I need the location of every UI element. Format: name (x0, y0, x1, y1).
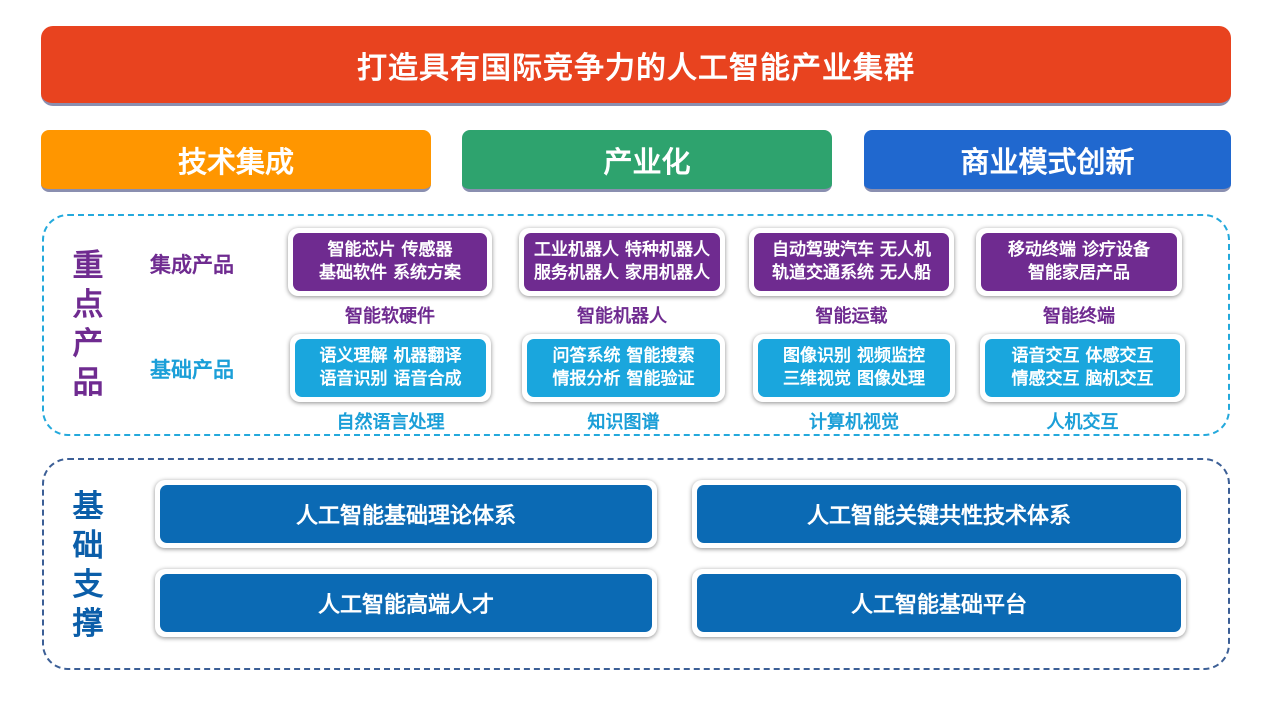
card-line: 服务机器人 家用机器人 (534, 263, 710, 283)
basic-card: 图像识别 视频监控 三维视觉 图像处理 (753, 334, 955, 402)
card-line: 问答系统 智能搜索 (552, 346, 695, 366)
card-line: 语义理解 机器翻译 (319, 346, 462, 366)
integrated-card: 移动终端 诊疗设备 智能家居产品 (976, 228, 1182, 296)
pillar-industrialization: 产业化 (462, 130, 832, 192)
integrated-products-label: 集成产品 (150, 253, 234, 277)
basic-card-caption: 知识图谱 (587, 412, 660, 433)
support-block-platform: 人工智能基础平台 (692, 569, 1186, 637)
basic-card: 语义理解 机器翻译 语音识别 语音合成 (290, 334, 491, 402)
basic-card: 问答系统 智能搜索 情报分析 智能验证 (522, 334, 725, 402)
pillar-tech-integration: 技术集成 (41, 130, 431, 192)
foundation-support-label-char: 支 (72, 567, 104, 603)
basic-products-label: 基础产品 (150, 358, 234, 382)
card-line: 情报分析 智能验证 (552, 369, 695, 389)
integrated-card: 工业机器人 特种机器人 服务机器人 家用机器人 (519, 228, 725, 296)
integrated-card-caption: 智能终端 (1043, 306, 1115, 327)
support-block-talent: 人工智能高端人才 (155, 569, 657, 637)
card-line: 智能家居产品 (1028, 263, 1130, 283)
basic-card-body: 图像识别 视频监控 三维视觉 图像处理 (758, 339, 950, 397)
integrated-card-caption: 智能机器人 (577, 306, 667, 327)
card-line: 移动终端 诊疗设备 (1008, 240, 1150, 260)
card-line: 智能芯片 传感器 (327, 240, 453, 260)
card-line: 图像识别 视频监控 (783, 346, 925, 366)
support-block-label: 人工智能高端人才 (160, 574, 652, 632)
integrated-card-body: 工业机器人 特种机器人 服务机器人 家用机器人 (524, 233, 720, 291)
basic-card: 语音交互 体感交互 情感交互 脑机交互 (980, 334, 1185, 402)
basic-card-body: 语音交互 体感交互 情感交互 脑机交互 (985, 339, 1180, 397)
support-block-label: 人工智能基础平台 (697, 574, 1181, 632)
support-block-basic-theory: 人工智能基础理论体系 (155, 480, 657, 548)
title-banner: 打造具有国际竞争力的人工智能产业集群 (41, 26, 1231, 106)
pillar-business-model: 商业模式创新 (864, 130, 1231, 192)
card-line: 基础软件 系统方案 (319, 263, 461, 283)
key-products-label-char: 重 (72, 248, 104, 284)
support-block-key-tech: 人工智能关键共性技术体系 (692, 480, 1186, 548)
card-line: 语音交互 体感交互 (1011, 346, 1154, 366)
card-line: 轨道交通系统 无人船 (772, 263, 931, 283)
foundation-support-label-char: 基 (72, 489, 104, 525)
key-products-label-char: 点 (72, 287, 104, 323)
key-products-label: 重 点 产 品 (68, 247, 108, 403)
integrated-card-caption: 智能软硬件 (345, 306, 435, 327)
key-products-container (42, 214, 1230, 436)
card-line: 自动驾驶汽车 无人机 (772, 240, 931, 260)
support-block-label: 人工智能基础理论体系 (160, 485, 652, 543)
basic-card-caption: 人机交互 (1046, 412, 1119, 433)
integrated-card-caption: 智能运载 (815, 306, 888, 327)
basic-card-body: 语义理解 机器翻译 语音识别 语音合成 (295, 339, 486, 397)
foundation-support-label: 基 础 支 撑 (68, 488, 108, 644)
support-block-label: 人工智能关键共性技术体系 (697, 485, 1181, 543)
card-line: 工业机器人 特种机器人 (534, 240, 710, 260)
integrated-card-body: 移动终端 诊疗设备 智能家居产品 (981, 233, 1177, 291)
basic-card-body: 问答系统 智能搜索 情报分析 智能验证 (527, 339, 720, 397)
card-line: 语音识别 语音合成 (319, 369, 462, 389)
foundation-support-label-char: 撑 (72, 606, 104, 642)
integrated-card: 自动驾驶汽车 无人机 轨道交通系统 无人船 (749, 228, 954, 296)
integrated-card-body: 智能芯片 传感器 基础软件 系统方案 (293, 233, 487, 291)
basic-card-caption: 自然语言处理 (336, 412, 445, 433)
integrated-card: 智能芯片 传感器 基础软件 系统方案 (288, 228, 492, 296)
foundation-support-label-char: 础 (72, 528, 104, 564)
integrated-card-body: 自动驾驶汽车 无人机 轨道交通系统 无人船 (754, 233, 949, 291)
card-line: 情感交互 脑机交互 (1011, 369, 1154, 389)
key-products-label-char: 产 (72, 326, 104, 362)
foundation-support-container (42, 458, 1230, 670)
card-line: 三维视觉 图像处理 (783, 369, 925, 389)
basic-card-caption: 计算机视觉 (809, 412, 899, 433)
key-products-label-char: 品 (72, 365, 104, 401)
